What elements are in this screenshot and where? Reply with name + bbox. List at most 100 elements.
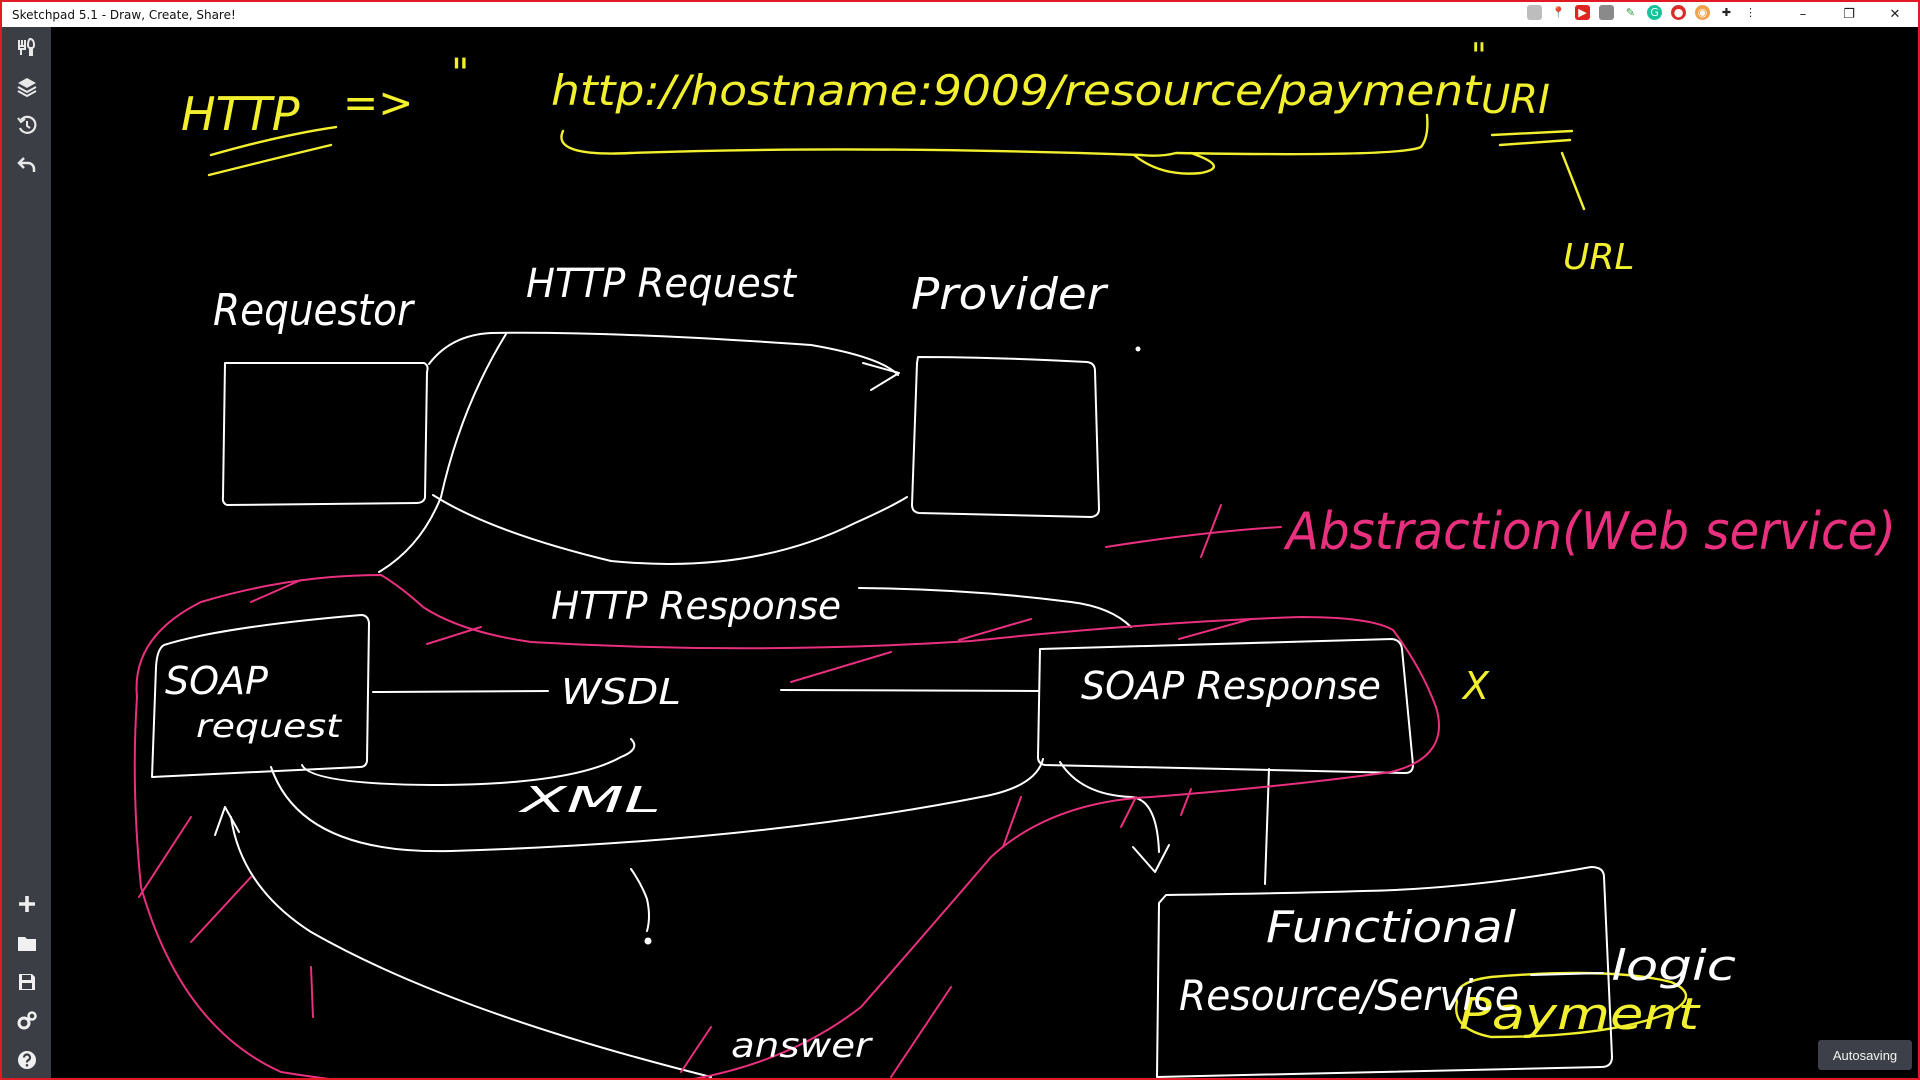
soap-response-to-functional-arrow — [1059, 761, 1160, 853]
arrowhead-up — [214, 806, 240, 836]
open-quote: " — [451, 51, 469, 97]
abstraction-outline — [133, 574, 1440, 1078]
abstraction-underline — [1105, 526, 1282, 548]
brush-tool-button[interactable] — [2, 29, 51, 65]
undo-icon — [16, 157, 35, 172]
new-button[interactable] — [2, 886, 51, 922]
close-button[interactable]: ✕ — [1889, 7, 1901, 22]
grammarly-icon[interactable]: G — [1647, 5, 1662, 20]
xml-label: XML — [517, 780, 661, 821]
restore-button[interactable]: ❐ — [1843, 7, 1855, 22]
arrowhead-down — [1132, 844, 1170, 873]
wsdl-line-right — [780, 689, 1040, 692]
folder-icon — [17, 937, 36, 951]
url-text: http://hostname:9009/resource/payment — [551, 66, 1483, 115]
functional-line1: Functional — [1266, 902, 1517, 953]
http-response-label: HTTP Response — [551, 584, 841, 628]
doc-icon[interactable] — [1527, 5, 1542, 20]
pink-hatch-7 — [1180, 788, 1192, 816]
uri-label: URI — [1481, 77, 1550, 123]
pink-hatch-10 — [310, 966, 314, 1018]
save-button[interactable] — [2, 964, 51, 1000]
feather-icon[interactable]: ✎ — [1623, 5, 1638, 20]
layers-icon — [17, 78, 36, 97]
soap-request-line1: SOAP — [165, 659, 268, 703]
http-request-arrowhead — [862, 362, 900, 391]
sketch-drawing: HTTP => " http://hostname:9009/resource/… — [133, 36, 1896, 1078]
payment-label: Payment — [1459, 989, 1701, 1040]
history-icon — [16, 115, 36, 134]
pink-hatch-6 — [1002, 796, 1022, 848]
functional-box — [1156, 866, 1613, 1078]
payment-oval — [1455, 971, 1688, 1039]
answer-label: answer — [731, 1026, 873, 1066]
drawing-canvas[interactable]: HTTP => " http://hostname:9009/resource/… — [51, 27, 1918, 1078]
provider-label: Provider — [911, 269, 1109, 320]
shield-icon[interactable]: ● — [1671, 5, 1686, 20]
abstraction-label: Abstraction(Web service) — [1283, 502, 1896, 562]
question-dot — [644, 937, 652, 945]
http-response-line — [858, 587, 1132, 628]
tool-sidebar — [2, 27, 51, 1078]
question-label: ? — [633, 909, 639, 920]
save-icon — [18, 974, 35, 990]
pink-hatch-9 — [190, 876, 252, 943]
soap-request-line2: request — [196, 707, 343, 745]
pink-hatch-2 — [426, 626, 482, 645]
http-label: HTTP — [181, 87, 300, 141]
pink-hatch-12 — [890, 986, 952, 1078]
youtube-icon[interactable]: ▶ — [1575, 5, 1590, 20]
help-icon — [17, 1051, 36, 1069]
title-bar: Sketchpad 5.1 - Draw, Create, Share! 📍 ▶… — [2, 2, 1918, 28]
pink-hatch-13 — [1120, 796, 1137, 828]
minimize-button[interactable]: – — [1799, 7, 1807, 22]
window-controls: – ❐ ✕ — [1780, 2, 1918, 27]
key-icon[interactable]: ◉ — [1695, 5, 1710, 20]
wsdl-label: WSDL — [561, 672, 681, 713]
url-brace — [560, 113, 1429, 157]
logic-label: logic — [1611, 941, 1736, 990]
soap-response-to-functional-line — [1264, 768, 1270, 885]
open-button[interactable] — [2, 925, 51, 961]
soap-response-label: SOAP Response — [1081, 664, 1381, 708]
history-button[interactable] — [2, 107, 51, 143]
requestor-label: Requestor — [213, 285, 416, 336]
stray-dot — [1135, 346, 1141, 352]
cross-mark: X — [1461, 664, 1490, 708]
pink-hatch-3 — [790, 651, 892, 683]
screen-icon[interactable] — [1599, 5, 1614, 20]
provider-box — [911, 356, 1100, 518]
menu-dots-icon[interactable]: ⋮ — [1743, 5, 1758, 20]
abstraction-pointer — [1200, 504, 1222, 558]
requestor-to-soap-connector — [378, 333, 507, 573]
url-brace-loop — [1132, 151, 1215, 175]
answer-curve — [230, 816, 712, 1078]
logic-dash — [1530, 972, 1604, 976]
pink-hatch-1 — [250, 579, 302, 603]
help-button[interactable] — [2, 1042, 51, 1078]
settings-button[interactable] — [2, 1003, 51, 1039]
http-request-arrow — [428, 331, 899, 376]
brush-icon — [17, 37, 35, 56]
arrow-symbol: => — [343, 78, 413, 127]
pink-hatch-11 — [680, 1026, 712, 1073]
wsdl-line-left — [372, 690, 549, 693]
close-quote: " — [1471, 36, 1487, 76]
autosave-status: Autosaving — [1818, 1040, 1912, 1070]
http-underline-2 — [207, 143, 333, 177]
pink-hatch-5 — [1178, 618, 1252, 640]
pink-hatch-4 — [958, 618, 1032, 641]
http-underline-1 — [209, 125, 338, 157]
return-curve — [270, 758, 1044, 853]
uri-underline-2 — [1498, 138, 1572, 147]
puzzle-icon[interactable]: ✚ — [1719, 5, 1734, 20]
question-mark — [630, 868, 650, 932]
layers-button[interactable] — [2, 68, 51, 104]
pin-icon[interactable]: 📍 — [1551, 5, 1566, 20]
extension-icons: 📍 ▶ ✎ G ● ◉ ✚ ⋮ — [1527, 5, 1758, 20]
settings-icon — [17, 1011, 37, 1030]
plus-icon — [18, 896, 35, 912]
undo-button[interactable] — [2, 146, 51, 182]
requestor-box — [221, 362, 429, 506]
